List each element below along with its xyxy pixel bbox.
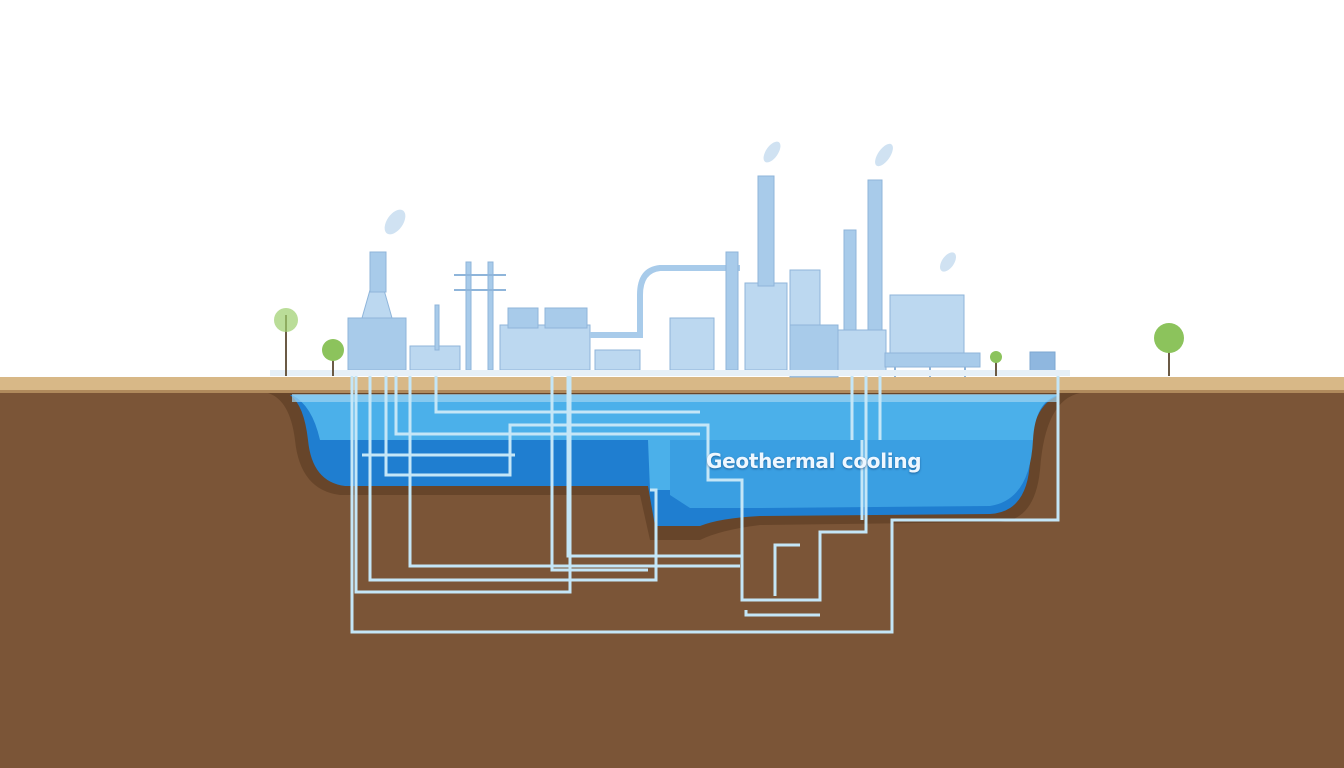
aquifer-basin (268, 393, 1080, 540)
trees (274, 308, 1184, 376)
industrial-skyline (270, 175, 1070, 378)
sand-layer (0, 377, 1344, 393)
pipe-network (350, 372, 1060, 634)
smoke-plumes (384, 141, 956, 272)
geothermal-cooling-label: Geothermal cooling (706, 449, 922, 473)
